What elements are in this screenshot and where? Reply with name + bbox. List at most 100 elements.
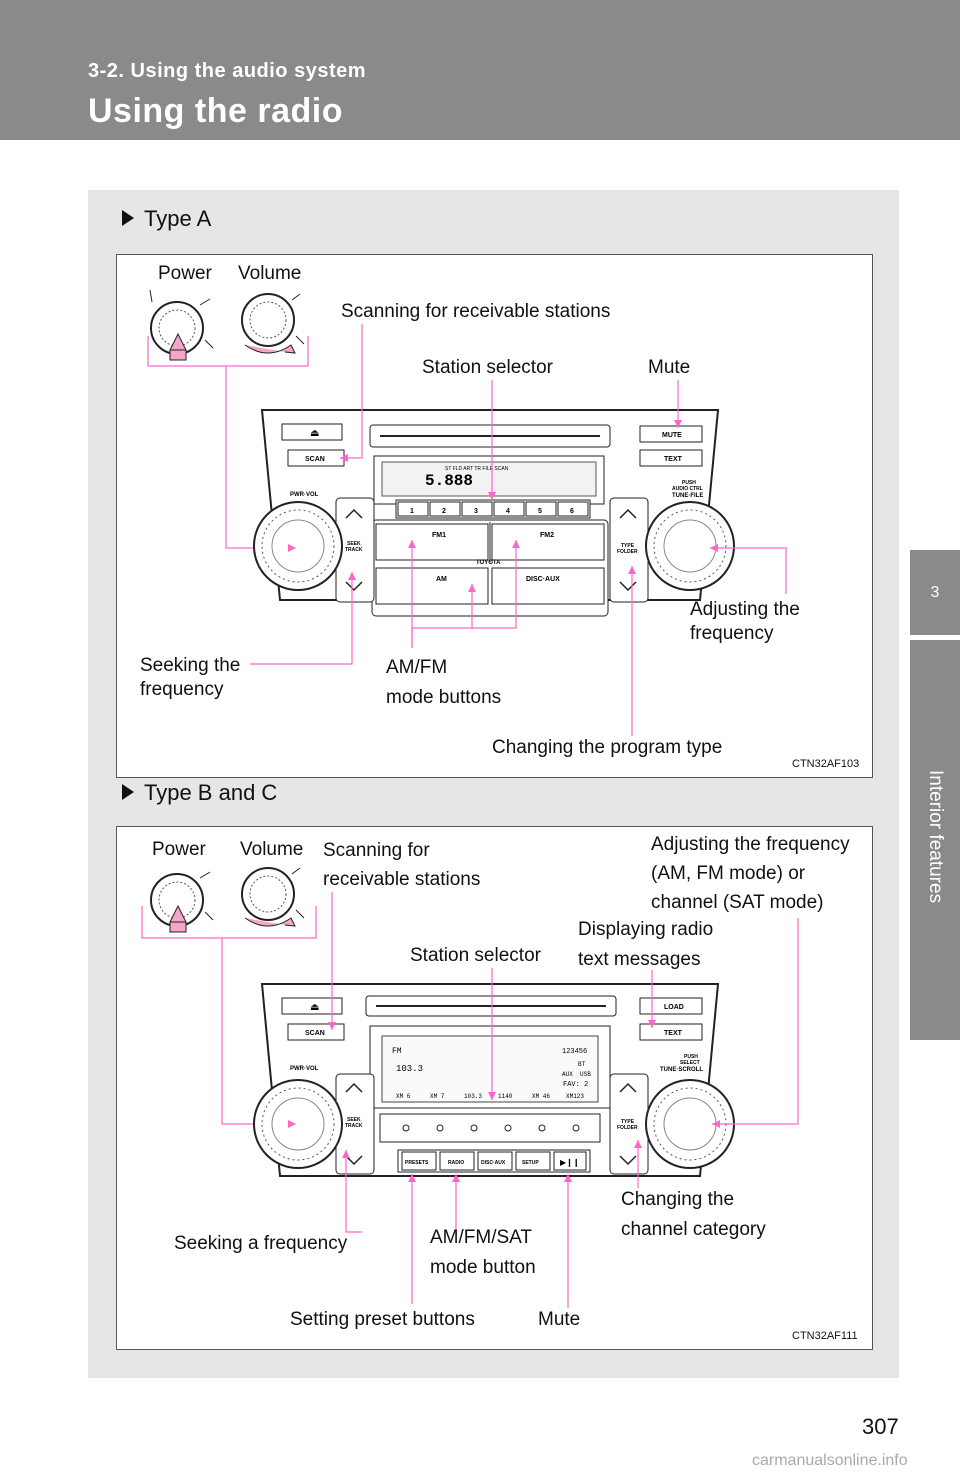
label-adjust-bc-2: (AM, FM mode) or: [651, 863, 806, 884]
eject-button-bc[interactable]: [281, 997, 343, 1015]
label-mute-a: Mute: [648, 357, 691, 378]
preset-circle-button-3[interactable]: [470, 1124, 478, 1132]
fav-indicator: FAV: 2: [563, 1081, 588, 1089]
aux-indicator: AUX: [562, 1071, 573, 1078]
label-adjusting-a-2: frequency: [690, 623, 774, 644]
power-knob-icon-bc: [150, 871, 214, 933]
preset-label: 2: [442, 508, 446, 515]
push-label-3: TUNE·FILE: [672, 493, 703, 499]
label-scan-a: Scanning for receivable stations: [341, 301, 611, 322]
leader-arrows-a: [288, 420, 718, 592]
preset-button-6[interactable]: [557, 501, 589, 517]
bluetooth-indicator: BT: [578, 1061, 586, 1068]
preset-button-5[interactable]: [525, 501, 557, 517]
label-amfmsat-bc-1: AM/FM/SAT: [430, 1227, 533, 1248]
screen-mode: FM: [392, 1047, 402, 1056]
label-channel-bc-1: Changing the: [621, 1189, 735, 1210]
eject-button[interactable]: [281, 423, 343, 441]
label-display-bc-2: text messages: [578, 949, 701, 970]
section-title: 3-2. Using the audio system: [88, 60, 367, 82]
load-button[interactable]: [639, 997, 703, 1015]
label-adjusting-a-1: Adjusting the: [690, 599, 800, 620]
text-button-label-bc: TEXT: [664, 1030, 683, 1037]
fm2-button[interactable]: [491, 523, 605, 561]
label-station-selector-a: Station selector: [422, 357, 553, 378]
watermark: carmanualsonline.info: [752, 1452, 908, 1469]
type-a-heading-text: Type A: [144, 206, 212, 231]
setup-label: SETUP: [522, 1160, 539, 1166]
preset-button-1[interactable]: [397, 501, 429, 517]
screen-station: 1140: [498, 1093, 513, 1100]
play-pause-button[interactable]: [553, 1151, 587, 1171]
screen-station: XM 6: [396, 1093, 411, 1100]
page-number: 307: [862, 1414, 899, 1439]
seek-label-1: SEEK: [347, 541, 361, 547]
label-seeking-a-1: Seeking the: [140, 655, 241, 676]
label-seeking-a-2: frequency: [140, 679, 224, 700]
screen-station: XM123: [566, 1093, 584, 1100]
eject-icon-bc: ⏏: [310, 1002, 319, 1013]
radio-label: RADIO: [448, 1160, 464, 1166]
scan-button-label-bc: SCAN: [305, 1030, 325, 1037]
power-volume-knob[interactable]: [253, 501, 343, 591]
push-label-3-bc: TUNE·SCROLL: [660, 1067, 703, 1073]
text-button-bc[interactable]: [639, 1023, 703, 1041]
pwr-vol-label: PWR·VOL: [290, 492, 319, 498]
disc-aux-label-bc: DISC·AUX: [481, 1160, 506, 1166]
display-readout: 5.888: [425, 472, 473, 490]
scan-button-bc[interactable]: [287, 1023, 345, 1041]
preset-circle-button-4[interactable]: [504, 1124, 512, 1132]
preset-button-4[interactable]: [493, 501, 525, 517]
disc-aux-label: DISC·AUX: [526, 576, 560, 583]
leader-lines-bc: [331, 892, 799, 1308]
type-label-2: FOLDER: [617, 549, 638, 555]
tune-file-knob[interactable]: [645, 501, 735, 591]
screen-station: XM 46: [532, 1093, 550, 1100]
label-seeking-bc: Seeking a frequency: [174, 1233, 348, 1254]
presets-button[interactable]: [401, 1151, 437, 1171]
pointer-arrow-icon: [122, 210, 134, 227]
seek-label-1-bc: SEEK: [347, 1117, 361, 1123]
preset-circle-button-1[interactable]: [402, 1124, 410, 1132]
eject-icon: ⏏: [310, 428, 319, 439]
power-volume-knob-bc[interactable]: [253, 1079, 343, 1169]
preset-button-3[interactable]: [461, 501, 493, 517]
setup-button[interactable]: [515, 1151, 551, 1171]
preset-label: 1: [410, 508, 414, 515]
push-label-2-bc: SELECT: [680, 1060, 700, 1066]
mute-button[interactable]: [639, 425, 703, 443]
mute-button-label: MUTE: [662, 432, 682, 439]
radio-button[interactable]: [439, 1151, 475, 1171]
pointer-arrow-icon: [122, 784, 134, 801]
screen-preset-numbers: 123456: [562, 1048, 587, 1056]
push-label-2: AUDIO CTRL: [672, 486, 703, 492]
preset-label: 5: [538, 508, 542, 515]
chapter-label: Interior features: [925, 770, 946, 904]
preset-circle-button-2[interactable]: [436, 1124, 444, 1132]
preset-circle-button-6[interactable]: [572, 1124, 580, 1132]
leader-arrows-bc: [288, 1020, 720, 1182]
fm1-button[interactable]: [375, 523, 489, 561]
label-volume-a: Volume: [238, 263, 302, 284]
presets-label: PRESETS: [405, 1160, 429, 1166]
preset-label: 6: [570, 508, 574, 515]
label-channel-bc-2: channel category: [621, 1219, 766, 1240]
am-button[interactable]: [375, 567, 489, 605]
toyota-logo-text: TOYOTA: [476, 560, 501, 566]
disc-aux-button-bc[interactable]: [477, 1151, 513, 1171]
scan-button-label: SCAN: [305, 456, 325, 463]
label-scan-bc-2: receivable stations: [323, 869, 481, 890]
fm1-label: FM1: [432, 532, 446, 539]
preset-circle-button-5[interactable]: [538, 1124, 546, 1132]
screen-station: 103.3: [464, 1093, 482, 1100]
usb-indicator: USB: [580, 1071, 591, 1078]
radio-unit-type-a: 5.888 ST FLD ART TR FILE SCAN ⏏ SCAN MUT…: [253, 409, 735, 617]
text-button[interactable]: [639, 449, 703, 467]
push-label-1-bc: PUSH: [684, 1054, 698, 1060]
preset-button-2[interactable]: [429, 501, 461, 517]
page-title: Using the radio: [88, 92, 343, 130]
disc-aux-button[interactable]: [491, 567, 605, 605]
label-station-selector-bc: Station selector: [410, 945, 541, 966]
